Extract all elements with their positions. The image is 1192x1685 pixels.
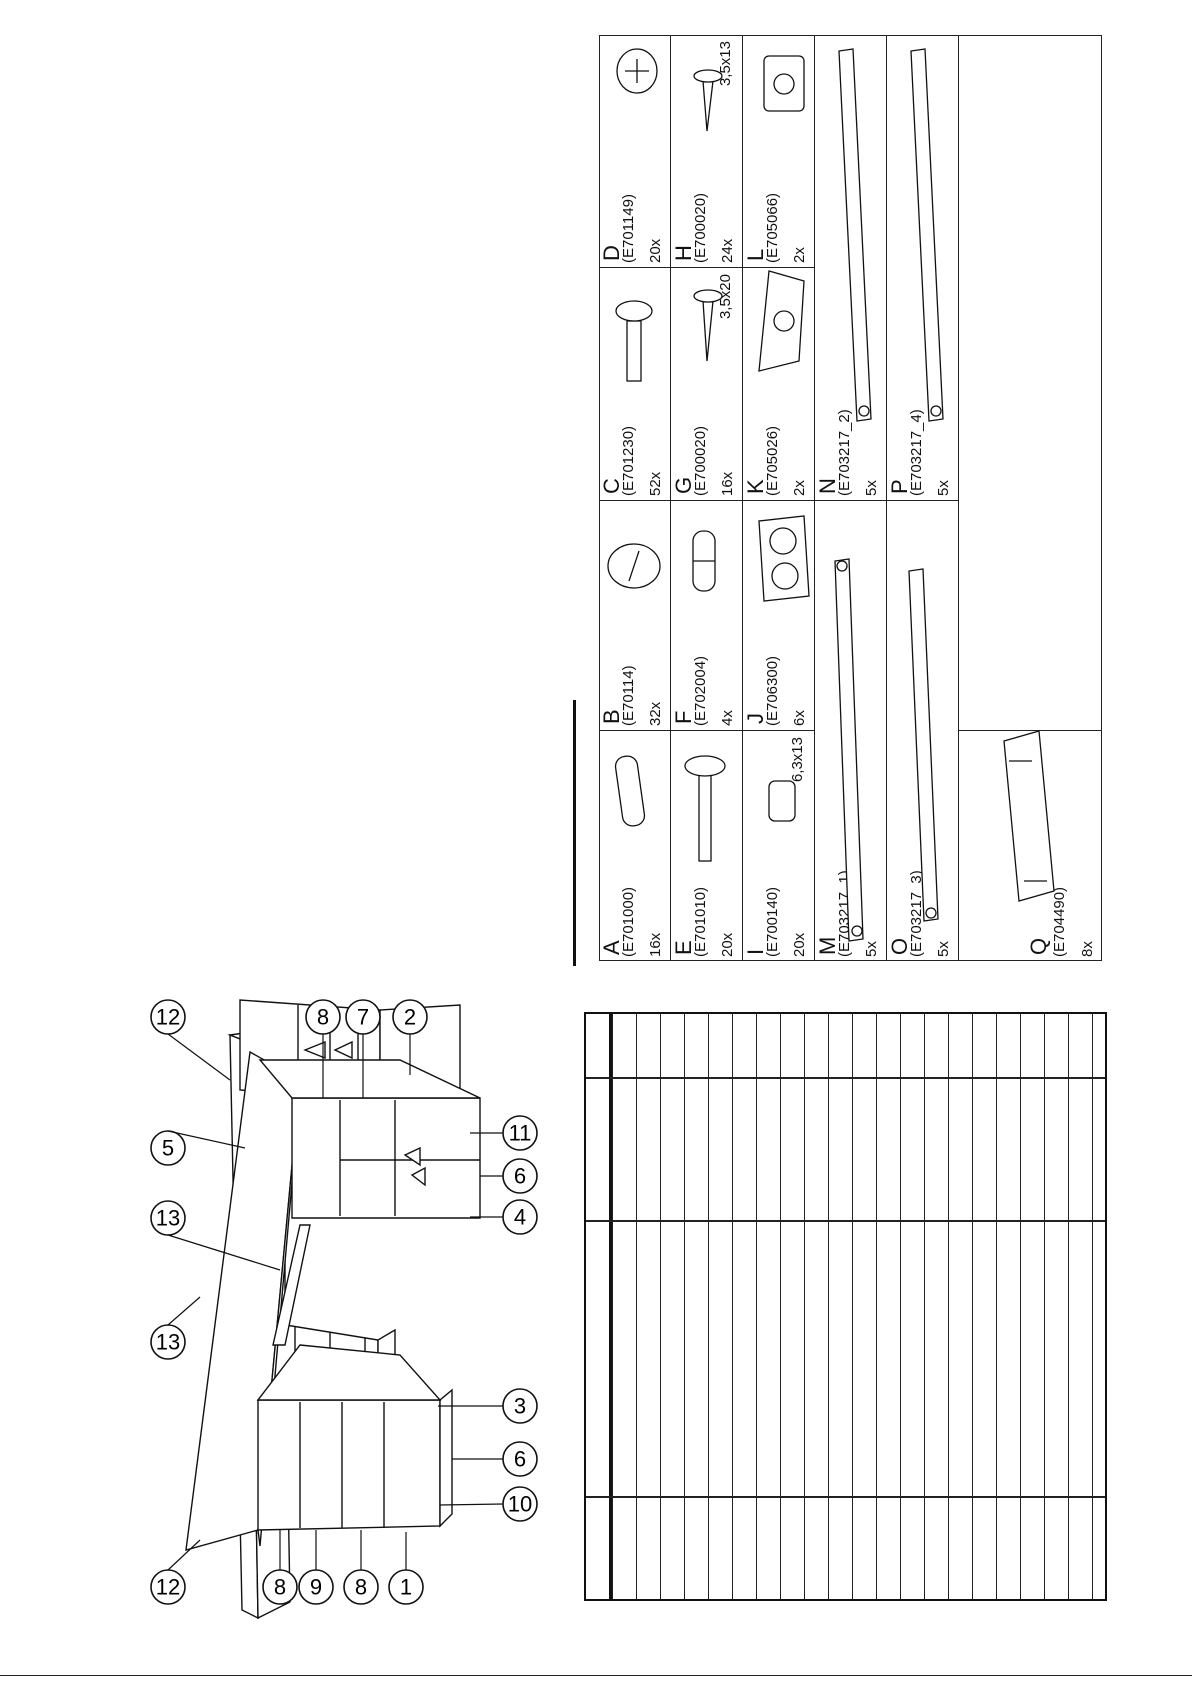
parts-row-line bbox=[636, 1014, 637, 1599]
footer-rule bbox=[0, 1675, 1192, 1676]
svg-text:2: 2 bbox=[404, 1005, 416, 1030]
dowel-icon bbox=[614, 755, 646, 827]
callout-6-b: 6 bbox=[502, 1158, 538, 1194]
svg-text:11: 11 bbox=[509, 1121, 532, 1146]
parts-row-line bbox=[660, 1014, 661, 1599]
cam-bolt-icon bbox=[615, 300, 653, 382]
cam-nut-icon bbox=[616, 48, 658, 94]
parts-col-divider bbox=[586, 1496, 1105, 1498]
svg-text:9: 9 bbox=[310, 1575, 322, 1600]
svg-text:8: 8 bbox=[274, 1575, 286, 1600]
cam-lock-icon bbox=[607, 543, 661, 589]
callout-11: 11 bbox=[502, 1115, 538, 1151]
svg-text:13: 13 bbox=[156, 1206, 180, 1231]
callout-2: 2 bbox=[392, 999, 428, 1035]
drawer-rail-icon-m bbox=[834, 558, 864, 942]
svg-text:13: 13 bbox=[156, 1330, 180, 1355]
parts-row-line bbox=[852, 1014, 853, 1599]
svg-text:8: 8 bbox=[355, 1575, 367, 1600]
parts-row-line bbox=[996, 1014, 997, 1599]
drawer-rail-icon-o bbox=[908, 568, 939, 922]
callout-13-b: 13 bbox=[150, 1200, 186, 1236]
parts-list-header bbox=[586, 1014, 612, 1599]
svg-text:5: 5 bbox=[162, 1136, 174, 1161]
svg-text:8: 8 bbox=[317, 1005, 329, 1030]
svg-text:6: 6 bbox=[514, 1164, 526, 1189]
parts-row-line bbox=[732, 1014, 733, 1599]
pin-icon bbox=[692, 530, 716, 592]
callout-4: 4 bbox=[502, 1199, 538, 1235]
callout-8-c: 8 bbox=[305, 999, 341, 1035]
callout-3: 3 bbox=[502, 1388, 538, 1424]
parts-col-divider bbox=[586, 1077, 1105, 1079]
parts-row-line bbox=[1044, 1014, 1045, 1599]
parts-row-line bbox=[780, 1014, 781, 1599]
modesty-panel bbox=[272, 1224, 311, 1346]
parts-row-line bbox=[972, 1014, 973, 1599]
screw-icon bbox=[693, 289, 723, 362]
hardware-table: A (E701000) 16x B (E70114) 32x C (E70123… bbox=[599, 35, 1102, 961]
parts-row-line bbox=[828, 1014, 829, 1599]
parts-row-line bbox=[948, 1014, 949, 1599]
callout-12-left: 12 bbox=[150, 1569, 186, 1605]
callout-8-b: 8 bbox=[343, 1569, 379, 1605]
mounting-plate-icon bbox=[763, 55, 805, 112]
callout-6-a: 6 bbox=[502, 1441, 538, 1477]
parts-col-divider bbox=[586, 1220, 1105, 1222]
parts-row-line bbox=[1020, 1014, 1021, 1599]
drawer-rail-icon-n bbox=[838, 48, 872, 422]
insert-nut-icon bbox=[768, 780, 796, 822]
svg-text:1: 1 bbox=[400, 1575, 412, 1600]
svg-text:12: 12 bbox=[156, 1575, 180, 1600]
connector-bolt-icon bbox=[684, 755, 726, 862]
svg-text:3: 3 bbox=[514, 1394, 526, 1419]
parts-row-line bbox=[708, 1014, 709, 1599]
svg-text:10: 10 bbox=[508, 1492, 532, 1517]
callout-1: 1 bbox=[388, 1569, 424, 1605]
parts-row-line bbox=[900, 1014, 901, 1599]
svg-text:4: 4 bbox=[514, 1205, 526, 1230]
parts-row-line bbox=[684, 1014, 685, 1599]
hardware-icons bbox=[607, 48, 1055, 942]
svg-text:7: 7 bbox=[357, 1005, 369, 1030]
callout-10: 10 bbox=[502, 1486, 538, 1522]
svg-text:12: 12 bbox=[156, 1005, 180, 1030]
open-shelf-unit bbox=[291, 1097, 481, 1219]
svg-text:6: 6 bbox=[514, 1447, 526, 1472]
callout-12-right: 12 bbox=[150, 999, 186, 1035]
parts-row-line bbox=[876, 1014, 877, 1599]
drawer-rail-icon-p bbox=[910, 48, 944, 422]
parts-list-table bbox=[584, 1012, 1107, 1601]
drawer-unit bbox=[257, 1399, 441, 1531]
callout-5: 5 bbox=[150, 1130, 186, 1166]
hinge-icon bbox=[758, 270, 805, 372]
parts-row-line bbox=[804, 1014, 805, 1599]
short-screw-icon bbox=[693, 69, 723, 132]
callout-9: 9 bbox=[298, 1569, 334, 1605]
parts-row-line bbox=[1092, 1014, 1093, 1599]
callout-13-a: 13 bbox=[150, 1324, 186, 1360]
parts-row-line bbox=[1068, 1014, 1069, 1599]
handle-icon bbox=[1003, 730, 1055, 902]
callout-7: 7 bbox=[345, 999, 381, 1035]
separator-rule bbox=[573, 700, 576, 966]
parts-row-line bbox=[612, 1014, 613, 1599]
callout-8-a: 8 bbox=[262, 1569, 298, 1605]
parts-row-line bbox=[756, 1014, 757, 1599]
parts-row-line bbox=[924, 1014, 925, 1599]
plate-icon bbox=[758, 515, 810, 602]
